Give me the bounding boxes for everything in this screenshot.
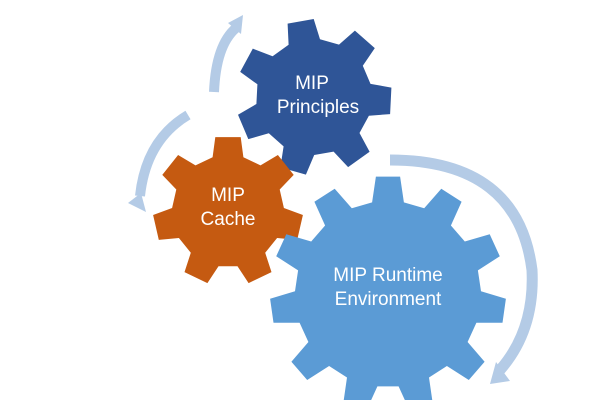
cache-label-line2: Cache	[201, 209, 256, 230]
arrow-right-head	[490, 362, 510, 384]
principles-label-line2: Principles	[277, 97, 359, 118]
principles-label-line1: MIP	[295, 73, 329, 94]
arrow-upper-left-shaft	[209, 24, 240, 93]
arrow-left-head	[128, 193, 146, 212]
gear-cache-shape	[153, 137, 303, 284]
arrow-runtime-downward	[389, 154, 538, 384]
gear-runtime-shape	[270, 176, 506, 400]
arrow-left-shaft	[135, 110, 191, 197]
cache-label-line1: MIP	[211, 185, 245, 206]
gear-principles-shape	[238, 19, 392, 175]
arrow-right-shaft	[389, 154, 538, 374]
arrow-cache-to-principles	[209, 15, 243, 93]
runtime-label-line1: MIP Runtime	[333, 265, 442, 286]
arrow-left-downward	[128, 110, 191, 212]
runtime-label-line2: Environment	[335, 289, 442, 310]
arrow-upper-left-head	[228, 15, 243, 34]
